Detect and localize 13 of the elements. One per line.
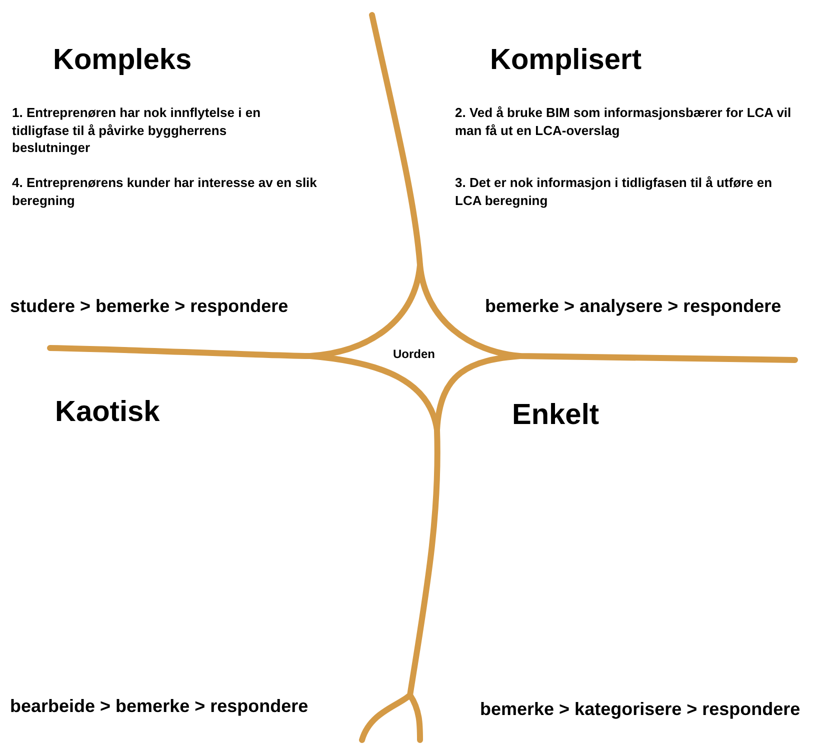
response-sequence: bemerke > analysere > respondere [485, 295, 782, 318]
hypothesis-note: 1. Entreprenøren har nok innflytelse i en tidligfase til å påvirke byggherrens beslutninger [12, 104, 262, 157]
hypothesis-note: 2. Ved å bruke BIM som informasjonsbærer for LCA vil man få ut en LCA-overslag [455, 104, 792, 140]
domain-heading: Uorden [393, 346, 435, 362]
domain-heading: Komplisert [490, 45, 642, 77]
response-sequence: studere > bemerke > respondere [10, 295, 288, 318]
domain-heading: Kompleks [53, 45, 192, 77]
hypothesis-note: 4. Entreprenørens kunder har interesse av en slik beregning [12, 174, 318, 210]
response-sequence: bearbeide > bemerke > respondere [10, 695, 308, 718]
response-sequence: bemerke > kategorisere > respondere [480, 698, 800, 721]
domain-heading: Enkelt [512, 400, 600, 432]
domain-heading: Kaotisk [55, 397, 160, 429]
hypothesis-note: 3. Det er nok informasjon i tidligfasen til å utføre en LCA beregning [455, 174, 774, 210]
